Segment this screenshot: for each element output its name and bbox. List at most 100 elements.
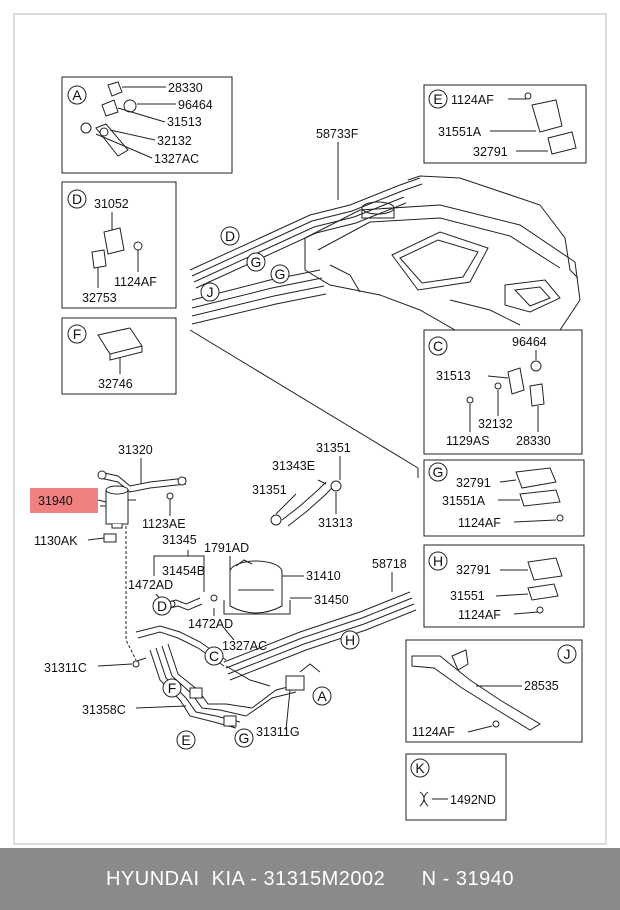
- svg-text:K: K: [415, 760, 425, 776]
- marker-a-low: A: [312, 686, 332, 706]
- label-31311g: 31311G: [256, 725, 300, 739]
- svg-text:1124AF: 1124AF: [451, 93, 494, 107]
- label-58718: 58718: [372, 557, 407, 571]
- box-a: A 28330 96464 31513 32132 1327AC: [61, 76, 233, 174]
- svg-text:28330: 28330: [168, 81, 203, 95]
- svg-text:H: H: [345, 632, 355, 648]
- svg-text:D: D: [157, 598, 167, 614]
- marker-g-low: G: [234, 728, 254, 748]
- box-c: C 96464 31513 32132 1129AS 28330: [423, 329, 583, 455]
- fuel-tank: [304, 175, 581, 336]
- svg-text:31551A: 31551A: [438, 125, 482, 139]
- label-31454b: 31454B: [162, 564, 205, 578]
- svg-text:32791: 32791: [456, 563, 491, 577]
- svg-text:G: G: [433, 464, 444, 480]
- svg-text:31551A: 31551A: [442, 494, 486, 508]
- hose-31343e: [270, 456, 342, 527]
- label-31410: 31410: [306, 569, 341, 583]
- label-1327ac: 1327AC: [222, 639, 267, 653]
- svg-text:C: C: [209, 648, 219, 664]
- label-1472ad-a: 1472AD: [128, 578, 173, 592]
- svg-text:G: G: [251, 254, 262, 270]
- label-31450: 31450: [314, 593, 349, 607]
- label-31320: 31320: [118, 443, 153, 457]
- svg-text:E: E: [181, 732, 190, 748]
- svg-text:E: E: [433, 91, 442, 107]
- svg-text:G: G: [275, 266, 286, 282]
- svg-text:32132: 32132: [157, 134, 192, 148]
- label-31343e: 31343E: [272, 459, 315, 473]
- svg-text:32791: 32791: [456, 476, 491, 490]
- box-d: D 31052 1124AF 32753: [61, 181, 177, 309]
- tank-line-bundle: [189, 177, 423, 478]
- marker-d-top: D: [220, 226, 240, 246]
- filter-31940: [100, 485, 136, 529]
- marker-d-low: D: [152, 596, 172, 616]
- svg-text:1124AF: 1124AF: [458, 608, 501, 622]
- marker-g-top2: G: [270, 264, 290, 284]
- box-j: J 28535 1124AF: [405, 639, 583, 743]
- svg-text:1124AF: 1124AF: [458, 516, 501, 530]
- box-e: E 1124AF 31551A 32791: [423, 84, 587, 164]
- canister-31410: [223, 559, 291, 615]
- svg-text:J: J: [564, 646, 571, 662]
- svg-text:A: A: [72, 87, 82, 103]
- svg-text:A: A: [317, 688, 327, 704]
- footer-brand-part: HYUNDAI KIA - 31315M2002: [106, 867, 386, 890]
- marker-f-low: F: [162, 678, 182, 698]
- label-31311c: 31311C: [44, 661, 87, 675]
- label-31313: 31313: [318, 516, 353, 530]
- label-58733f: 58733F: [316, 127, 359, 141]
- svg-text:1124AF: 1124AF: [412, 725, 455, 739]
- svg-text:31513: 31513: [167, 115, 202, 129]
- svg-text:F: F: [73, 326, 82, 342]
- marker-e-low: E: [176, 730, 196, 750]
- svg-text:31513: 31513: [436, 369, 471, 383]
- line-58718-bundle: [223, 572, 417, 681]
- svg-text:32746: 32746: [98, 377, 133, 391]
- svg-text:96464: 96464: [512, 335, 547, 349]
- svg-text:H: H: [433, 553, 443, 569]
- outer-frame: [13, 13, 607, 845]
- svg-text:G: G: [239, 730, 250, 746]
- svg-text:28535: 28535: [524, 679, 559, 693]
- svg-text:1129AS: 1129AS: [446, 434, 490, 448]
- lower-tube-bundle: [132, 625, 321, 729]
- label-31358c: 31358C: [82, 703, 126, 717]
- svg-text:96464: 96464: [178, 98, 213, 112]
- label-31345: 31345: [162, 533, 197, 547]
- marker-c-low: C: [204, 646, 224, 666]
- svg-text:J: J: [207, 284, 214, 300]
- svg-text:31052: 31052: [94, 197, 129, 211]
- svg-text:D: D: [72, 191, 82, 207]
- hose-31320: [97, 458, 187, 493]
- footer-bar: HYUNDAI KIA - 31315M2002 N - 31940: [0, 848, 620, 910]
- label-1130ak: 1130AK: [34, 534, 78, 548]
- parts-diagram: 58733F D G G J A 28330 96464 31513 32132…: [13, 13, 607, 845]
- box-h: H 32791 31551 1124AF: [423, 544, 585, 628]
- svg-text:1327AC: 1327AC: [154, 152, 199, 166]
- label-1123ae: 1123AE: [142, 517, 186, 531]
- marker-g-top1: G: [246, 252, 266, 272]
- box-g: G 32791 31551A 1124AF: [423, 459, 585, 537]
- svg-text:D: D: [225, 228, 235, 244]
- svg-text:32791: 32791: [473, 145, 508, 159]
- svg-text:28330: 28330: [516, 434, 551, 448]
- svg-text:32132: 32132: [478, 417, 513, 431]
- svg-text:F: F: [168, 680, 177, 696]
- svg-text:1492ND: 1492ND: [450, 793, 496, 807]
- svg-text:32753: 32753: [82, 291, 117, 305]
- label-1472ad-b: 1472AD: [188, 617, 233, 631]
- svg-text:1124AF: 1124AF: [114, 275, 157, 289]
- svg-text:C: C: [433, 338, 443, 354]
- box-f: F 32746: [61, 317, 177, 395]
- svg-text:31551: 31551: [450, 589, 485, 603]
- diagram-canvas: 58733F D G G J A 28330 96464 31513 32132…: [13, 13, 607, 845]
- label-1791ad: 1791AD: [204, 541, 249, 555]
- marker-j-top: J: [200, 282, 220, 302]
- box-k: K 1492ND: [405, 753, 507, 821]
- label-31351-b: 31351: [252, 483, 287, 497]
- label-31351-a: 31351: [316, 441, 351, 455]
- marker-h-low: H: [340, 630, 360, 650]
- highlight-31940: [30, 488, 98, 513]
